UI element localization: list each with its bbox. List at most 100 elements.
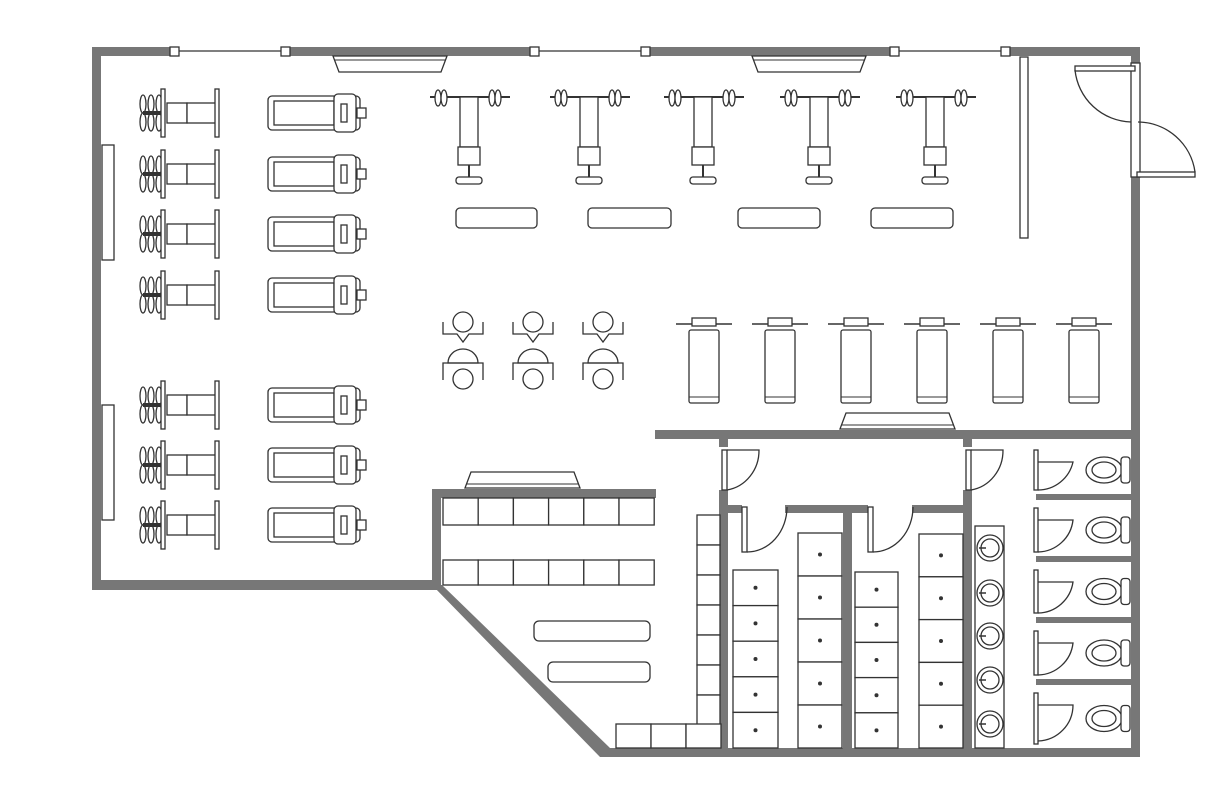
locker xyxy=(696,604,721,636)
locker xyxy=(685,723,722,749)
door xyxy=(721,449,760,491)
bench-pad xyxy=(737,207,821,229)
wall xyxy=(655,430,1140,439)
wall xyxy=(1131,47,1140,63)
toilet xyxy=(1085,456,1131,484)
weight-bench xyxy=(550,89,630,185)
toilet-stall xyxy=(1033,630,1074,676)
locker-handle xyxy=(939,724,943,729)
door xyxy=(867,506,914,553)
bench-pad xyxy=(870,207,954,229)
locker xyxy=(696,514,721,546)
locker-handle xyxy=(818,638,822,643)
window xyxy=(889,46,1011,57)
locker xyxy=(547,497,585,526)
wall xyxy=(1036,679,1134,685)
locker xyxy=(442,559,479,586)
door xyxy=(741,506,788,553)
locker xyxy=(512,497,550,526)
entrance-door xyxy=(1074,62,1196,178)
wall xyxy=(912,505,967,513)
sink xyxy=(976,622,1004,650)
flat-bench xyxy=(1056,317,1112,404)
locker-handle xyxy=(818,724,822,729)
locker xyxy=(442,497,479,526)
locker xyxy=(618,497,655,526)
toilet-stall xyxy=(1033,569,1074,614)
window-frame xyxy=(640,46,651,57)
locker-handle xyxy=(939,553,943,558)
locker-handle xyxy=(753,728,758,733)
sink xyxy=(976,534,1004,562)
wall xyxy=(963,490,972,752)
exercise-bike xyxy=(139,88,220,138)
wall xyxy=(727,505,742,513)
wall xyxy=(432,489,441,589)
wall xyxy=(1131,177,1140,757)
locker-handle xyxy=(939,681,943,686)
window xyxy=(529,46,651,57)
exercise-bike xyxy=(139,380,220,430)
locker-handle xyxy=(818,681,822,686)
toilet xyxy=(1085,516,1131,544)
wall-mirror xyxy=(101,404,115,521)
toilet xyxy=(1085,639,1131,667)
weight-bench xyxy=(430,89,510,185)
wall xyxy=(719,490,728,752)
locker xyxy=(618,559,655,586)
toilet-stall xyxy=(1033,449,1074,491)
window-frame xyxy=(889,46,900,57)
locker-handle xyxy=(753,657,758,661)
locker xyxy=(696,664,721,696)
wall xyxy=(92,47,101,590)
bench-pad xyxy=(455,207,538,229)
locker xyxy=(696,634,721,666)
wall xyxy=(600,748,1140,757)
locker xyxy=(732,676,779,714)
locker-handle xyxy=(874,622,879,627)
weight-bench xyxy=(780,89,860,185)
wall xyxy=(785,505,868,513)
locker-handle xyxy=(939,596,943,601)
locker-handle xyxy=(753,692,758,697)
locker-handle xyxy=(818,552,822,557)
flat-bench xyxy=(676,317,732,404)
sink xyxy=(976,710,1004,738)
locker-handle xyxy=(818,595,822,600)
exercise-bike xyxy=(139,440,220,490)
wall xyxy=(843,513,852,753)
wall xyxy=(1036,494,1134,500)
locker xyxy=(583,497,620,526)
seated-machine xyxy=(582,311,624,390)
toilet xyxy=(1085,577,1131,606)
locker-handle xyxy=(753,621,758,626)
wall xyxy=(963,439,972,447)
locker xyxy=(477,559,515,586)
locker xyxy=(512,559,550,586)
exercise-bike xyxy=(139,270,220,320)
partition xyxy=(1019,56,1029,239)
toilet xyxy=(1085,704,1131,733)
locker xyxy=(583,559,620,586)
bench-pad xyxy=(587,207,672,229)
exercise-bike xyxy=(139,209,220,259)
treadmill xyxy=(267,505,367,545)
locker-handle xyxy=(874,693,879,698)
treadmill xyxy=(267,445,367,485)
locker xyxy=(547,559,585,586)
toilet-stall xyxy=(1033,692,1074,745)
locker-handle xyxy=(874,587,879,592)
window-frame xyxy=(1000,46,1011,57)
wall-mirror xyxy=(101,144,115,261)
bench xyxy=(547,661,651,683)
door xyxy=(965,449,1004,491)
locker-handle xyxy=(874,658,879,662)
treadmill xyxy=(267,214,367,254)
fixtures xyxy=(101,46,1196,749)
toilet-stall xyxy=(1033,507,1074,553)
window xyxy=(169,46,291,57)
seated-machine xyxy=(512,311,554,390)
flat-bench xyxy=(904,317,960,404)
locker xyxy=(477,497,515,526)
